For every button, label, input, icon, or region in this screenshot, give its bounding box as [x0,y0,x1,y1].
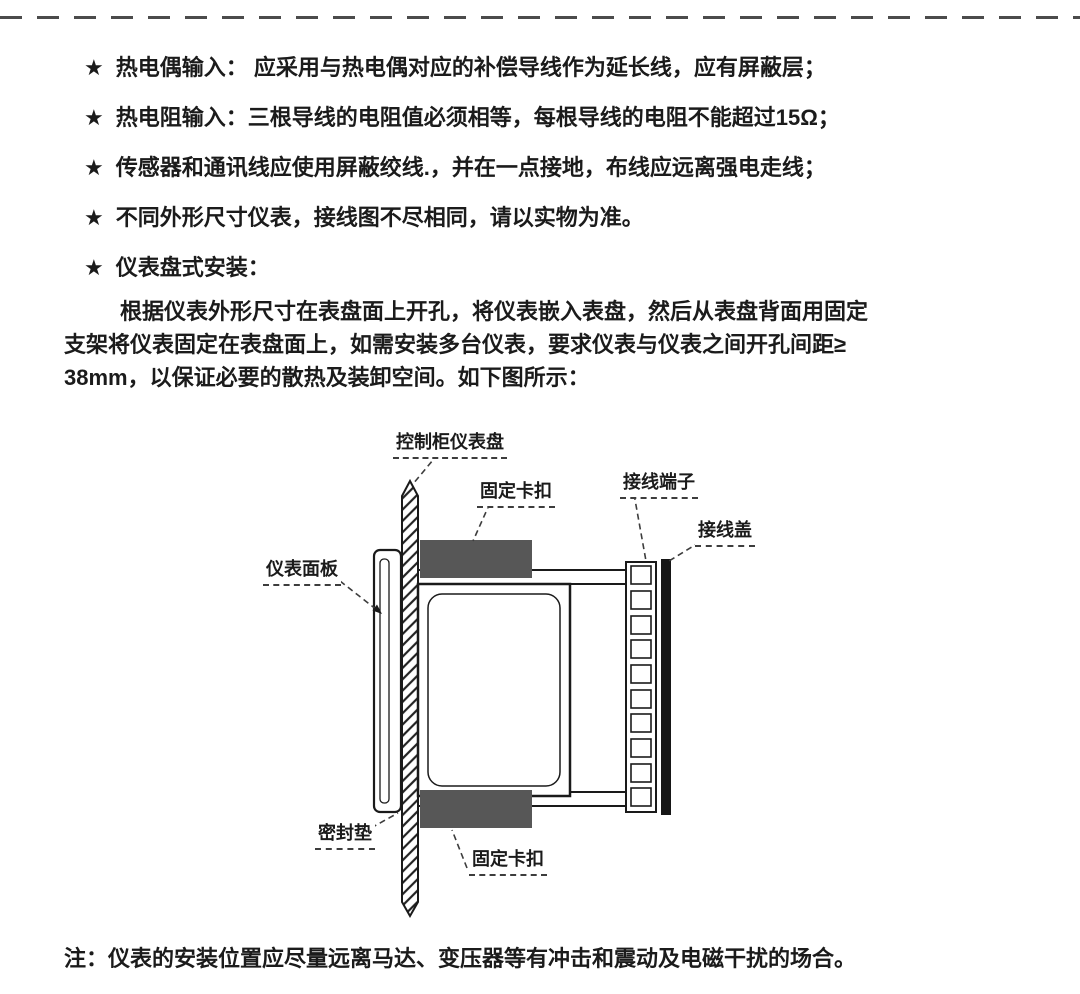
star-bullet-icon: ★ [84,255,104,280]
leader-clip-bottom-label [451,829,468,869]
bullet-text: 热电偶输入： 应采用与热电偶对应的补偿导线作为延长线，应有屏蔽层； [115,55,826,80]
leader-clip-top-label [472,502,491,542]
star-bullet-icon: ★ [84,155,104,180]
star-bullet-icon: ★ [84,105,104,130]
paragraph-line: 38mm，以保证必要的散热及装卸空间。如下图所示： [64,365,590,390]
terminal-cell [630,615,652,635]
label-gasket: 密封垫 [315,819,375,850]
bullet-item: ★ 传感器和通讯线应使用屏蔽绞线.，并在一点接地，布线应远离强电走线； [84,154,1044,181]
leader-faceplate-label [339,580,378,611]
star-bullet-icon: ★ [84,205,104,230]
panel-cross-section [401,478,419,919]
bullet-text: 不同外形尺寸仪表，接线图不尽相同，请以实物为准。 [115,205,644,230]
terminal-cell [630,713,652,733]
faceplate-inner [379,558,390,804]
paragraph-line: 根据仪表外形尺寸在表盘面上开孔，将仪表嵌入表盘，然后从表盘背面用固定 [120,299,869,324]
label-cover: 接线盖 [695,516,755,547]
label-clip-bottom: 固定卡扣 [469,845,547,876]
leader-terminal-label [633,493,647,562]
installation-diagram: 控制柜仪表盘 固定卡扣 接线端子 接线盖 仪表面板 密封垫 固定卡扣 [0,420,1080,925]
paragraph-line: 支架将仪表固定在表盘面上，如需安装多台仪表，要求仪表与仪表之间开孔间距≥ [64,332,847,357]
note-text: 注：仪表的安装位置应尽量远离马达、变压器等有冲击和震动及电磁干扰的场合。 [64,946,857,971]
terminal-cell [630,590,652,610]
bullet-text: 热电阻输入：三根导线的电阻值必须相等，每根导线的电阻不能超过15Ω； [115,105,840,130]
bullet-item: ★ 仪表盘式安装： [84,254,1044,281]
leader-cover-label [668,541,701,562]
installation-paragraph: 根据仪表外形尺寸在表盘面上开孔，将仪表嵌入表盘，然后从表盘背面用固定 支架将仪表… [64,295,1044,394]
diagram-canvas [339,453,701,919]
leader-gasket-label [370,812,399,829]
terminal-cell [630,763,652,783]
page-top-dashed-rule [0,16,1080,19]
bullet-item: ★ 热电偶输入： 应采用与热电偶对应的补偿导线作为延长线，应有屏蔽层； [84,54,1044,81]
label-faceplate: 仪表面板 [263,555,341,586]
wiring-cover-bar [661,559,671,815]
terminal-cell [630,738,652,758]
label-clip-top: 固定卡扣 [477,477,555,508]
label-terminal: 接线端子 [620,468,698,499]
fixing-clip-top [420,540,532,578]
instrument-body-inner [427,593,561,787]
leader-panel-label [412,453,439,485]
bullet-item: ★ 不同外形尺寸仪表，接线图不尽相同，请以实物为准。 [84,204,1044,231]
bullet-text: 仪表盘式安装： [115,255,270,280]
terminal-cell [630,565,652,585]
terminal-cell [630,664,652,684]
bullet-text: 传感器和通讯线应使用屏蔽绞线.，并在一点接地，布线应远离强电走线； [115,155,826,180]
fixing-clip-bottom [420,790,532,828]
faceplate-arrowhead [372,604,382,614]
terminal-cell [630,689,652,709]
bullet-item: ★ 热电阻输入：三根导线的电阻值必须相等，每根导线的电阻不能超过15Ω； [84,104,1044,131]
label-panel: 控制柜仪表盘 [393,428,507,459]
terminal-cell [630,639,652,659]
bullet-list: ★ 热电偶输入： 应采用与热电偶对应的补偿导线作为延长线，应有屏蔽层； ★ 热电… [84,54,1044,304]
terminal-cell [630,787,652,807]
star-bullet-icon: ★ [84,55,104,80]
